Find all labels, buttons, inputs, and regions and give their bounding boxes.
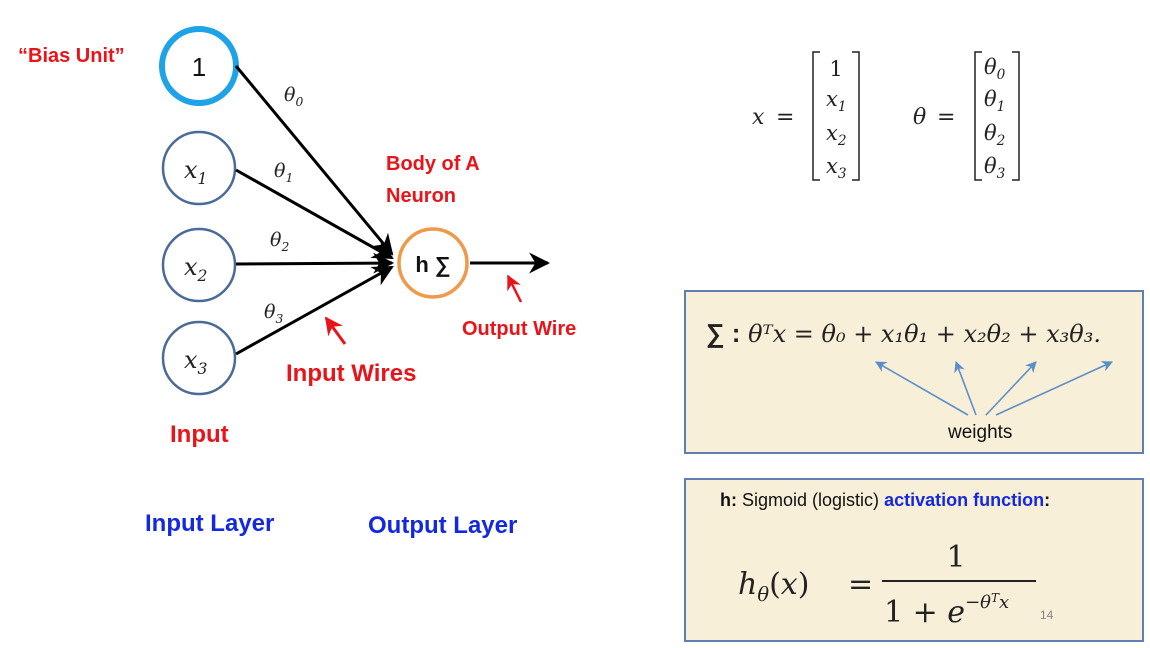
wire-theta0 [234, 65, 394, 256]
theta0-label: θ0 [284, 84, 303, 109]
theta3-label: θ3 [264, 301, 283, 326]
sigmoid-formula: hθ(x) = 1 1 + e−θTx [738, 540, 1036, 630]
svg-text:x1: x1 [826, 87, 847, 115]
bias-unit-label: “Bias Unit” [18, 45, 125, 67]
weighted-sum-panel: ∑ : θᵀx = θ₀ + x₁θ₁ + x₂θ₂ + x₃θ₃. weigh… [684, 290, 1144, 454]
svg-text:=: = [848, 567, 873, 602]
sigmoid-panel: h: Sigmoid (logistic) activation functio… [684, 478, 1144, 642]
wire-theta1 [235, 168, 394, 260]
weighted-sum-formula: θᵀx = θ₀ + x₁θ₁ + x₂θ₂ + x₃θ₃. [748, 320, 1101, 348]
weights-arrows [875, 360, 1114, 416]
neuron-body-circle [397, 227, 469, 299]
svg-text:hθ(x): hθ(x) [738, 567, 809, 606]
sigmoid-title-text: Sigmoid (logistic) [742, 490, 880, 510]
sigma-symbol: ∑ : [706, 318, 741, 348]
sigmoid-title-colon: : [1044, 490, 1051, 510]
svg-text:=: = [937, 105, 955, 130]
input-node-x2 [161, 227, 237, 303]
page-number: 14 [1040, 608, 1054, 622]
sigmoid-title: h: Sigmoid (logistic) activation functio… [720, 490, 1050, 511]
input-node-x3 [161, 320, 237, 396]
input-wires-pointer [324, 316, 347, 345]
weighted-sum-equation: ∑ : θᵀx = θ₀ + x₁θ₁ + x₂θ₂ + x₃θ₃. [706, 318, 1101, 349]
output-layer-label: Output Layer [368, 512, 517, 539]
activation-function-label: activation function [884, 490, 1045, 510]
svg-text:θ0: θ0 [984, 55, 1006, 83]
svg-text:1: 1 [829, 57, 842, 81]
svg-text:1: 1 [946, 540, 965, 575]
body-label-line2: Neuron [386, 185, 456, 207]
bias-unit-value: 1 [192, 52, 206, 82]
weights-label: weights [948, 422, 1013, 443]
vector-x: x = 1 x1 x2 x3 [752, 51, 860, 182]
svg-text:1 + e−θTx: 1 + e−θTx [884, 591, 1009, 630]
input-label: Input [170, 421, 229, 448]
input-wires-label: Input Wires [286, 360, 416, 387]
input-node-x1 [161, 130, 237, 206]
wire-theta3 [235, 265, 394, 356]
body-label-line1: Body of A [386, 153, 480, 175]
input-layer-label: Input Layer [145, 510, 274, 537]
svg-text:θ2: θ2 [984, 121, 1005, 149]
vector-theta: θ = θ0 θ1 θ2 θ3 [913, 51, 1020, 182]
sigmoid-h-label: h: [720, 490, 737, 510]
output-wire-label: Output Wire [462, 318, 576, 340]
neuron-symbol: h ∑ [415, 252, 450, 277]
theta1-label: θ1 [274, 160, 293, 185]
svg-text:x3: x3 [826, 154, 847, 182]
wire-theta2 [235, 252, 395, 274]
theta2-label: θ2 [270, 229, 289, 254]
svg-text:θ: θ [913, 105, 926, 130]
svg-text:θ1: θ1 [984, 87, 1005, 115]
output-wire-pointer [506, 274, 523, 303]
svg-text:x: x [752, 105, 765, 130]
svg-text:x2: x2 [826, 121, 847, 149]
svg-text:θ3: θ3 [984, 154, 1006, 182]
svg-text:=: = [776, 105, 794, 130]
